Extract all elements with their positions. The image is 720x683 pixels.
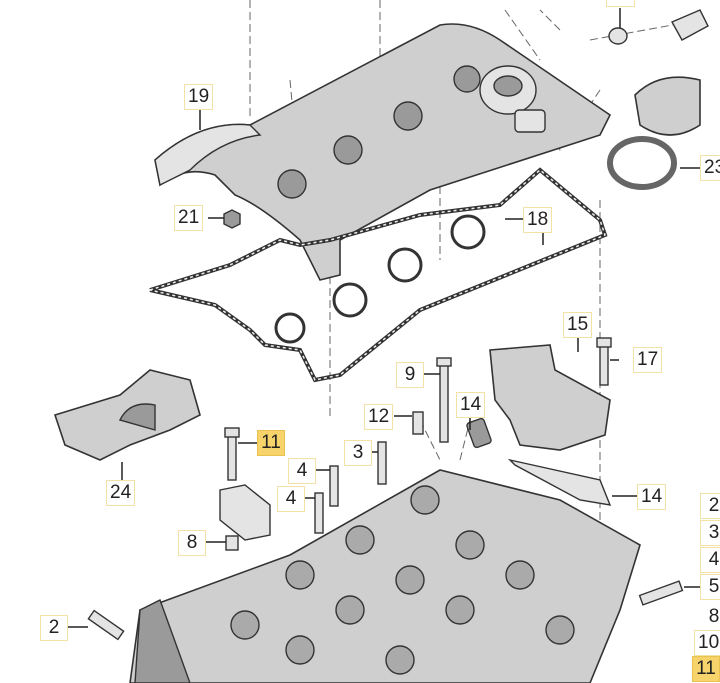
index-item-2[interactable]: 2 xyxy=(700,493,720,519)
callout-19: 19 xyxy=(184,84,214,110)
callout-12: 12 xyxy=(364,404,394,430)
index-item-8[interactable]: 8 xyxy=(700,604,720,630)
index-item-4[interactable]: 4 xyxy=(700,547,720,573)
callout-3: 3 xyxy=(344,440,372,466)
callout-4-upper: 4 xyxy=(288,458,316,484)
callout-24: 24 xyxy=(106,480,136,506)
callout-23: 23 xyxy=(700,155,720,181)
bearing-cap xyxy=(53,369,201,461)
index-item-11-highlighted[interactable]: 11 xyxy=(692,656,720,682)
fasteners xyxy=(87,337,684,641)
callout-2: 2 xyxy=(40,615,68,641)
callout-17: 17 xyxy=(633,347,663,373)
bracket-assembly xyxy=(466,344,612,506)
callout-21: 21 xyxy=(174,205,204,231)
callout-15: 15 xyxy=(563,312,593,338)
index-item-10[interactable]: 10 xyxy=(694,630,720,656)
callout-9: 9 xyxy=(396,362,424,388)
cylinder-head xyxy=(129,469,641,683)
cover-gasket xyxy=(149,167,608,383)
index-item-5[interactable]: 5 xyxy=(700,574,720,600)
callout-26-partial: 26 xyxy=(606,0,636,7)
callout-14-gasket: 14 xyxy=(637,484,667,510)
callout-4-lower: 4 xyxy=(277,486,305,512)
index-item-3[interactable]: 3 xyxy=(700,520,720,546)
valve-cover xyxy=(154,23,612,281)
nut-21 xyxy=(223,209,241,229)
callout-18: 18 xyxy=(523,207,553,233)
callout-11-highlighted[interactable]: 11 xyxy=(257,430,285,456)
callout-14-pad: 14 xyxy=(456,392,486,418)
oil-filler-parts xyxy=(607,9,709,190)
leader-lines xyxy=(66,8,700,628)
callout-8: 8 xyxy=(178,530,206,556)
